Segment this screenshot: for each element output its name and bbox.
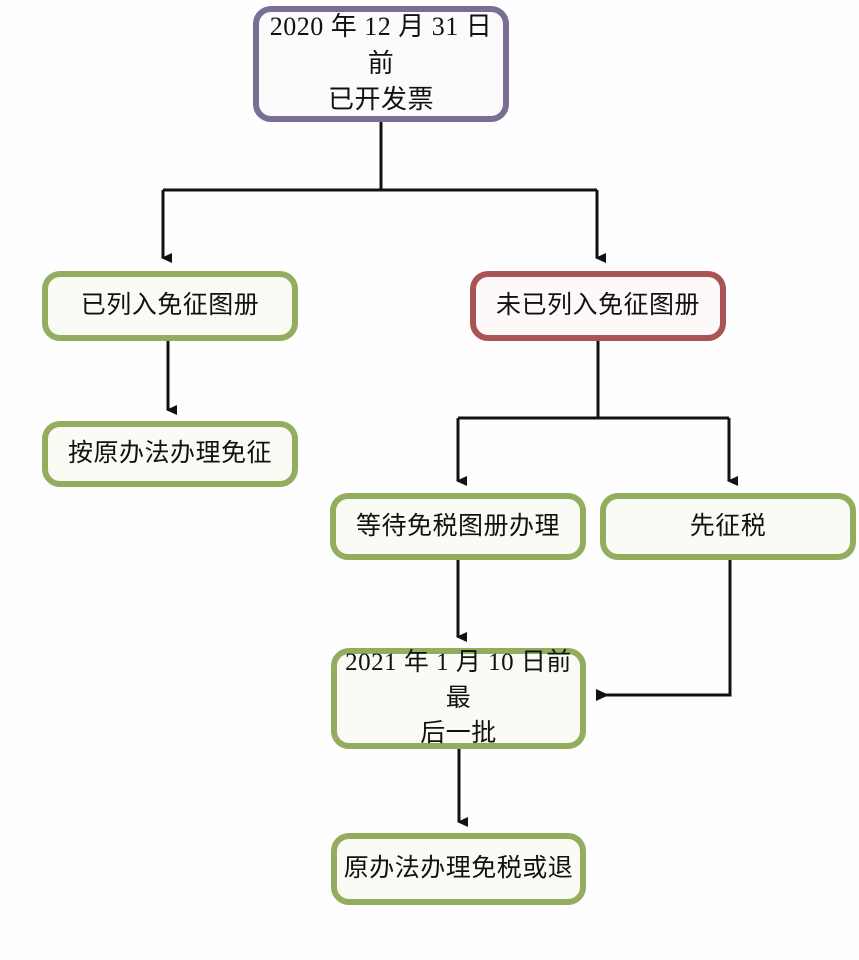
node-listed-in-exemption-catalog[interactable]: 已列入免征图册	[42, 271, 298, 341]
node-label: 2021 年 1 月 10 日前最 后一批	[345, 649, 572, 748]
edge-not-listed-to-fork	[456, 341, 738, 486]
node-label: 原办法办理免税或退	[343, 855, 574, 883]
node-label: 2020 年 12 月 31 日前 已开发票	[269, 11, 493, 115]
node-pay-tax-first[interactable]: 先征税	[600, 493, 856, 560]
node-label: 未已列入免征图册	[495, 292, 700, 320]
node-old-method-exemption[interactable]: 按原办法办理免征	[42, 421, 298, 487]
node-last-batch-before-2021-01-10[interactable]: 2021 年 1 月 10 日前最 后一批	[331, 648, 586, 749]
node-label: 按原办法办理免征	[67, 440, 272, 468]
node-label: 等待免税图册办理	[355, 512, 560, 540]
edge-pay-first-to-last-batch	[596, 560, 732, 701]
node-not-listed-in-exemption-catalog[interactable]: 未已列入免征图册	[470, 271, 726, 341]
node-old-method-exempt-or-refund[interactable]: 原办法办理免税或退	[331, 833, 586, 905]
edge-start-to-fork	[161, 122, 606, 263]
node-label: 先征税	[689, 512, 767, 540]
node-wait-for-tax-free-catalog[interactable]: 等待免税图册办理	[330, 493, 586, 560]
node-invoice-before-2020-12-31[interactable]: 2020 年 12 月 31 日前 已开发票	[253, 6, 509, 122]
node-label: 已列入免征图册	[80, 292, 260, 320]
